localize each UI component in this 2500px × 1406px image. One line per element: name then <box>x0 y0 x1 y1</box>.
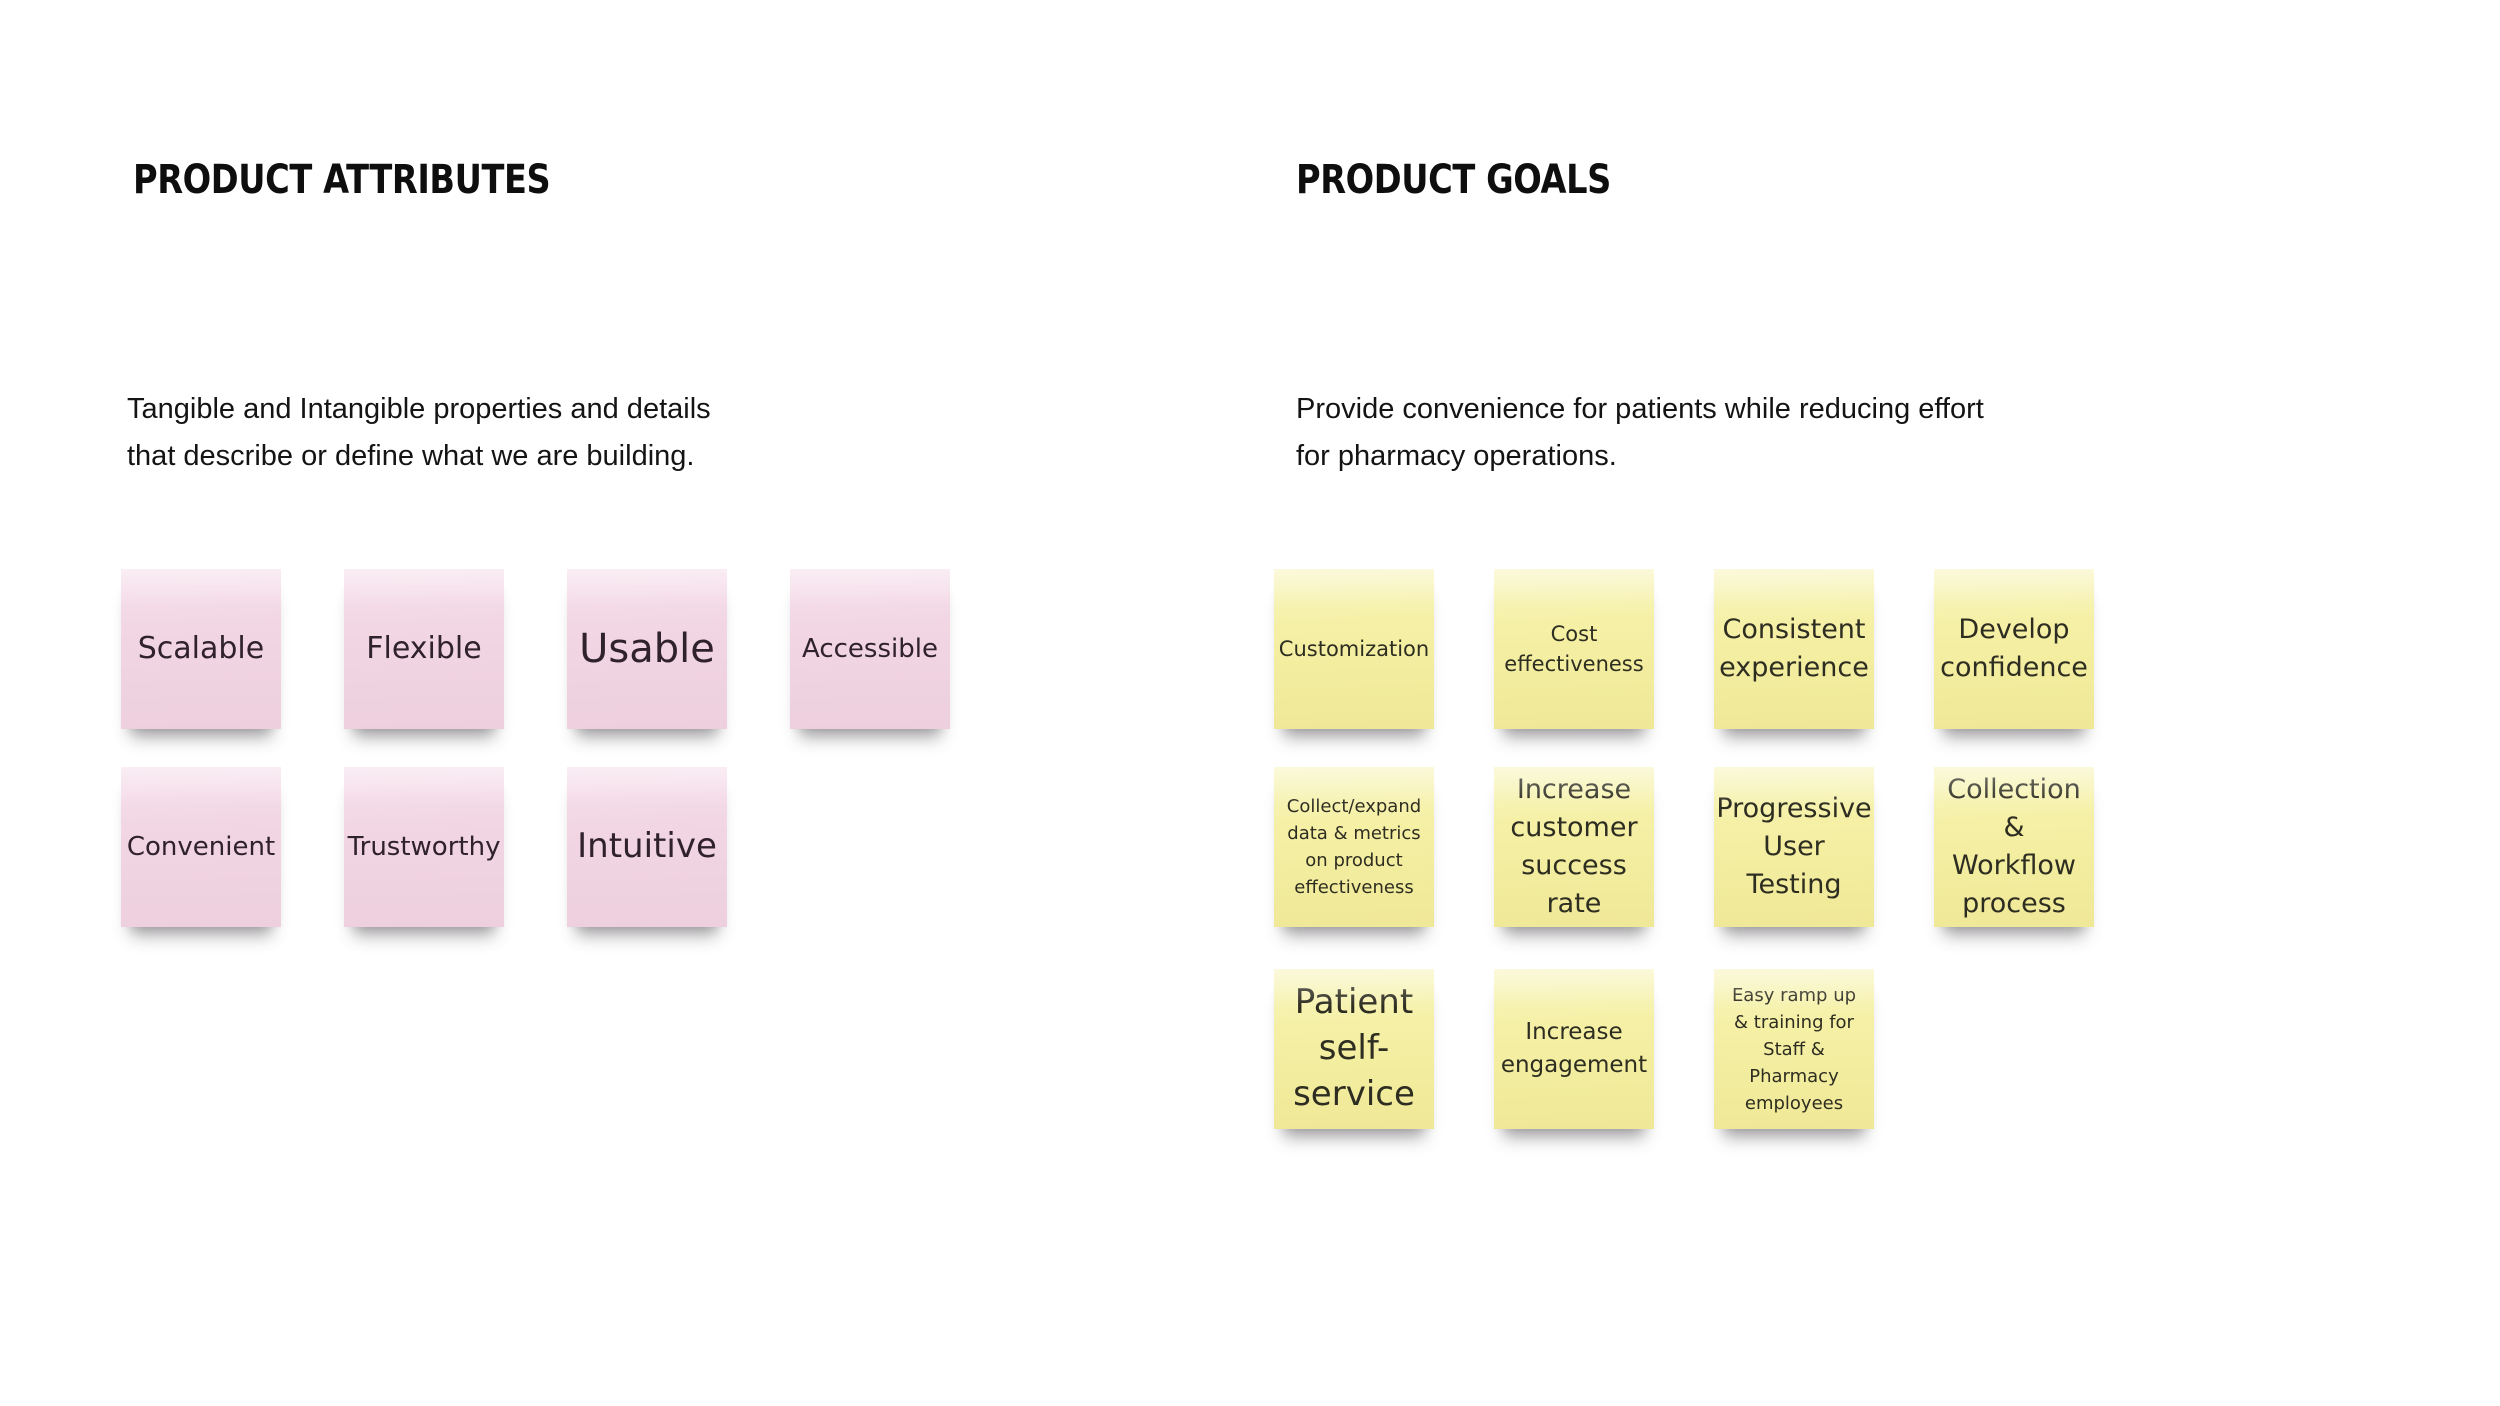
section-title-product-attributes: PRODUCT ATTRIBUTES <box>133 156 551 203</box>
sticky-note-accessible[interactable]: Accessible <box>790 569 950 729</box>
sticky-note-label: Customization <box>1278 636 1430 661</box>
section-title-product-goals: PRODUCT GOALS <box>1296 156 1611 203</box>
sticky-note-collect-expand-data[interactable]: Collect/expand data & metrics on product… <box>1274 767 1434 927</box>
sticky-note-label: Intuitive <box>577 826 717 867</box>
sticky-note-label: Convenient <box>126 831 276 862</box>
sticky-note-label: Accessible <box>802 633 938 664</box>
sticky-note-collection-workflow[interactable]: Collection & Workflow process <box>1934 767 2094 927</box>
sticky-note-label: Increase engagement <box>1500 1018 1648 1078</box>
sticky-note-label: Patient self- service <box>1293 982 1415 1114</box>
sticky-note-label: Flexible <box>366 630 482 666</box>
sticky-note-easy-ramp-up-training[interactable]: Easy ramp up & training for Staff & Phar… <box>1714 969 1874 1129</box>
sticky-note-convenient[interactable]: Convenient <box>121 767 281 927</box>
sticky-note-label: Increase customer success rate <box>1510 774 1638 919</box>
sticky-note-develop-confidence[interactable]: Develop confidence <box>1934 569 2094 729</box>
sticky-note-progressive-user-testing[interactable]: Progressive User Testing <box>1714 767 1874 927</box>
sticky-note-label: Cost effectiveness <box>1504 621 1644 676</box>
sticky-note-label: Collect/expand data & metrics on product… <box>1286 796 1422 898</box>
sticky-note-label: Easy ramp up & training for Staff & Phar… <box>1731 984 1857 1114</box>
sticky-note-label: Develop confidence <box>1940 614 2088 683</box>
sticky-note-label: Trustworthy <box>347 831 501 862</box>
section-description-product-attributes: Tangible and Intangible properties and d… <box>127 393 711 472</box>
sticky-note-label: Consistent experience <box>1719 614 1869 683</box>
sticky-note-cost-effectiveness[interactable]: Cost effectiveness <box>1494 569 1654 729</box>
sticky-note-intuitive[interactable]: Intuitive <box>567 767 727 927</box>
sticky-note-flexible[interactable]: Flexible <box>344 569 504 729</box>
sticky-note-increase-engagement[interactable]: Increase engagement <box>1494 969 1654 1129</box>
sticky-note-label: Collection & Workflow process <box>1947 774 2081 919</box>
sticky-note-label: Usable <box>579 626 715 672</box>
sticky-note-label: Progressive User Testing <box>1716 793 1872 900</box>
sticky-note-label: Scalable <box>137 630 265 666</box>
sticky-note-usable[interactable]: Usable <box>567 569 727 729</box>
sticky-note-trustworthy[interactable]: Trustworthy <box>344 767 504 927</box>
sticky-note-customization[interactable]: Customization <box>1274 569 1434 729</box>
sticky-note-scalable[interactable]: Scalable <box>121 569 281 729</box>
sticky-note-increase-customer-success[interactable]: Increase customer success rate <box>1494 767 1654 927</box>
sticky-note-patient-self-service[interactable]: Patient self- service <box>1274 969 1434 1129</box>
sticky-note-consistent-experience[interactable]: Consistent experience <box>1714 569 1874 729</box>
section-description-product-goals: Provide convenience for patients while r… <box>1296 393 1984 472</box>
